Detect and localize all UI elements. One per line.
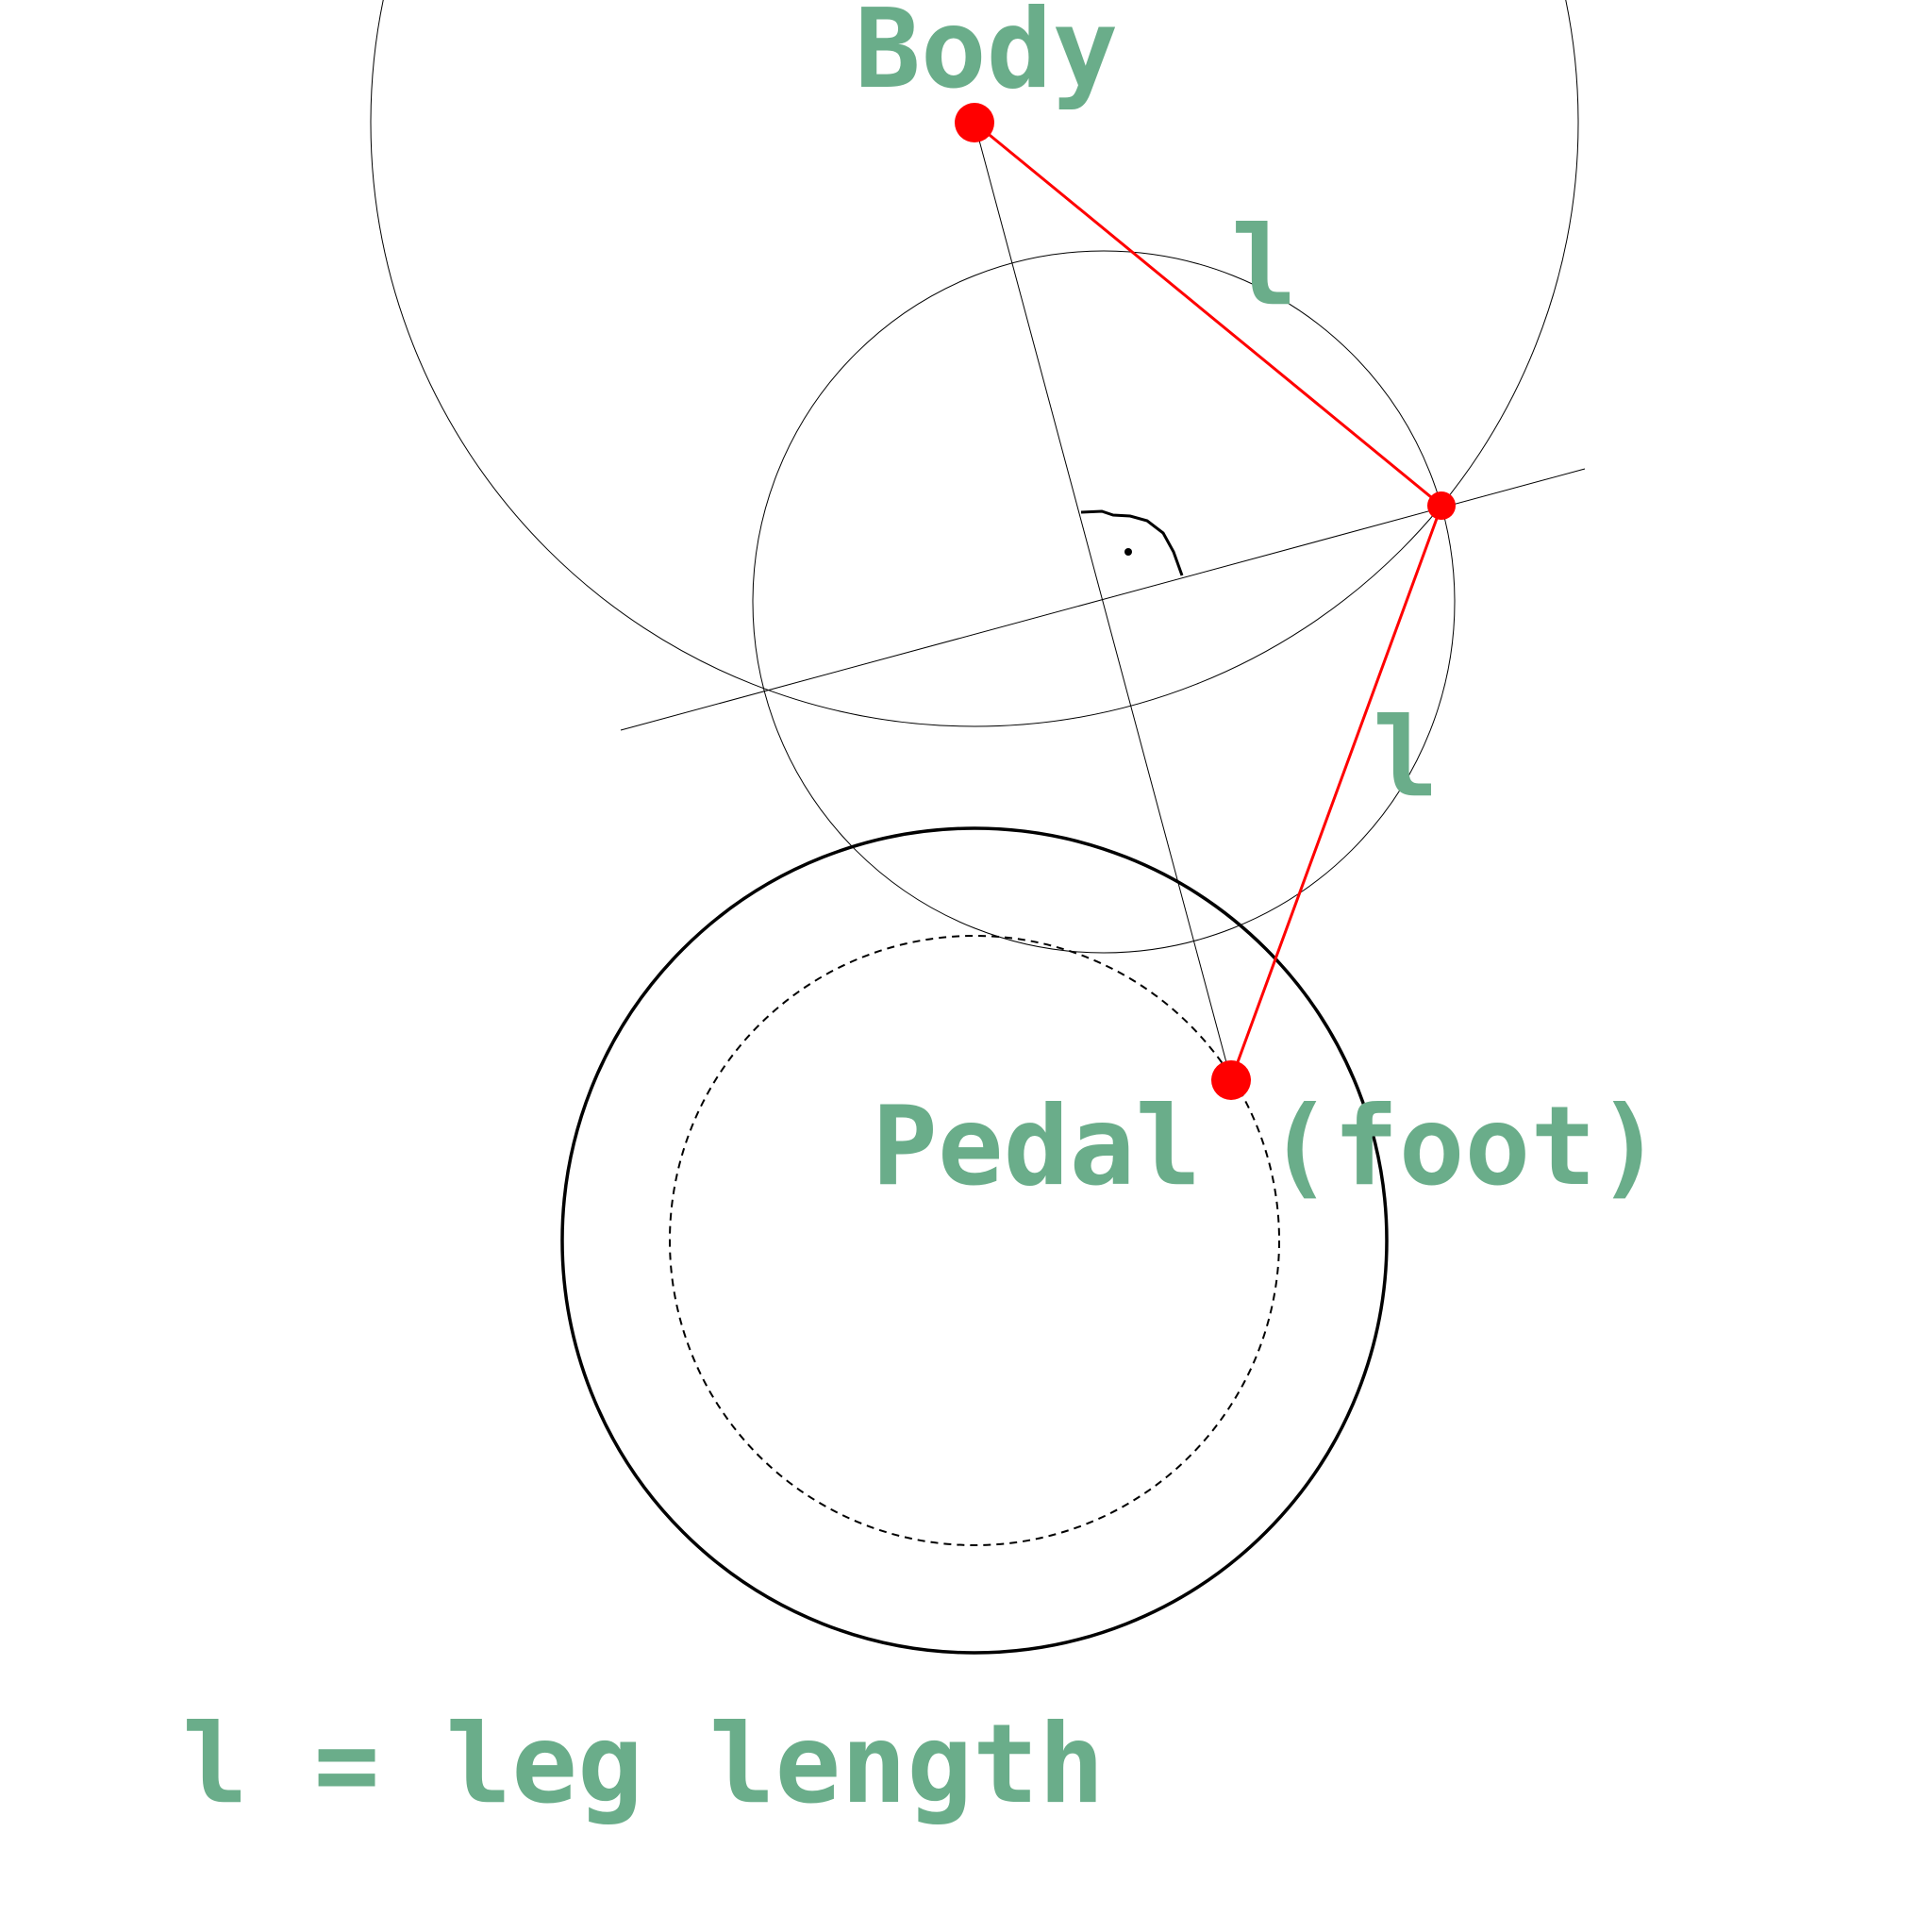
- pedal-joint-dot: [1211, 1060, 1251, 1100]
- knee-joint-dot: [1427, 491, 1456, 520]
- legend-label: l = leg length: [182, 1701, 1105, 1828]
- right-angle-dot: [1124, 548, 1132, 556]
- crank-outer-circle: [560, 826, 1389, 1655]
- knee-construction-circle: [752, 250, 1456, 954]
- lower-leg-segment: [1229, 505, 1443, 1081]
- perpendicular-line: [620, 468, 1586, 731]
- upper-leg-label: l: [1231, 203, 1297, 330]
- body-pedal-line: [974, 122, 1232, 1081]
- pedal-label: Pedal (foot): [872, 1083, 1662, 1210]
- upper-leg-segment: [974, 121, 1442, 508]
- right-angle-arc: [1080, 509, 1184, 576]
- lower-leg-label: l: [1373, 694, 1439, 822]
- pedal-path-dashed-circle: [669, 935, 1280, 1546]
- body-label: Body: [855, 0, 1118, 113]
- body-reach-circle: [370, 0, 1579, 727]
- body-joint-dot: [955, 103, 994, 142]
